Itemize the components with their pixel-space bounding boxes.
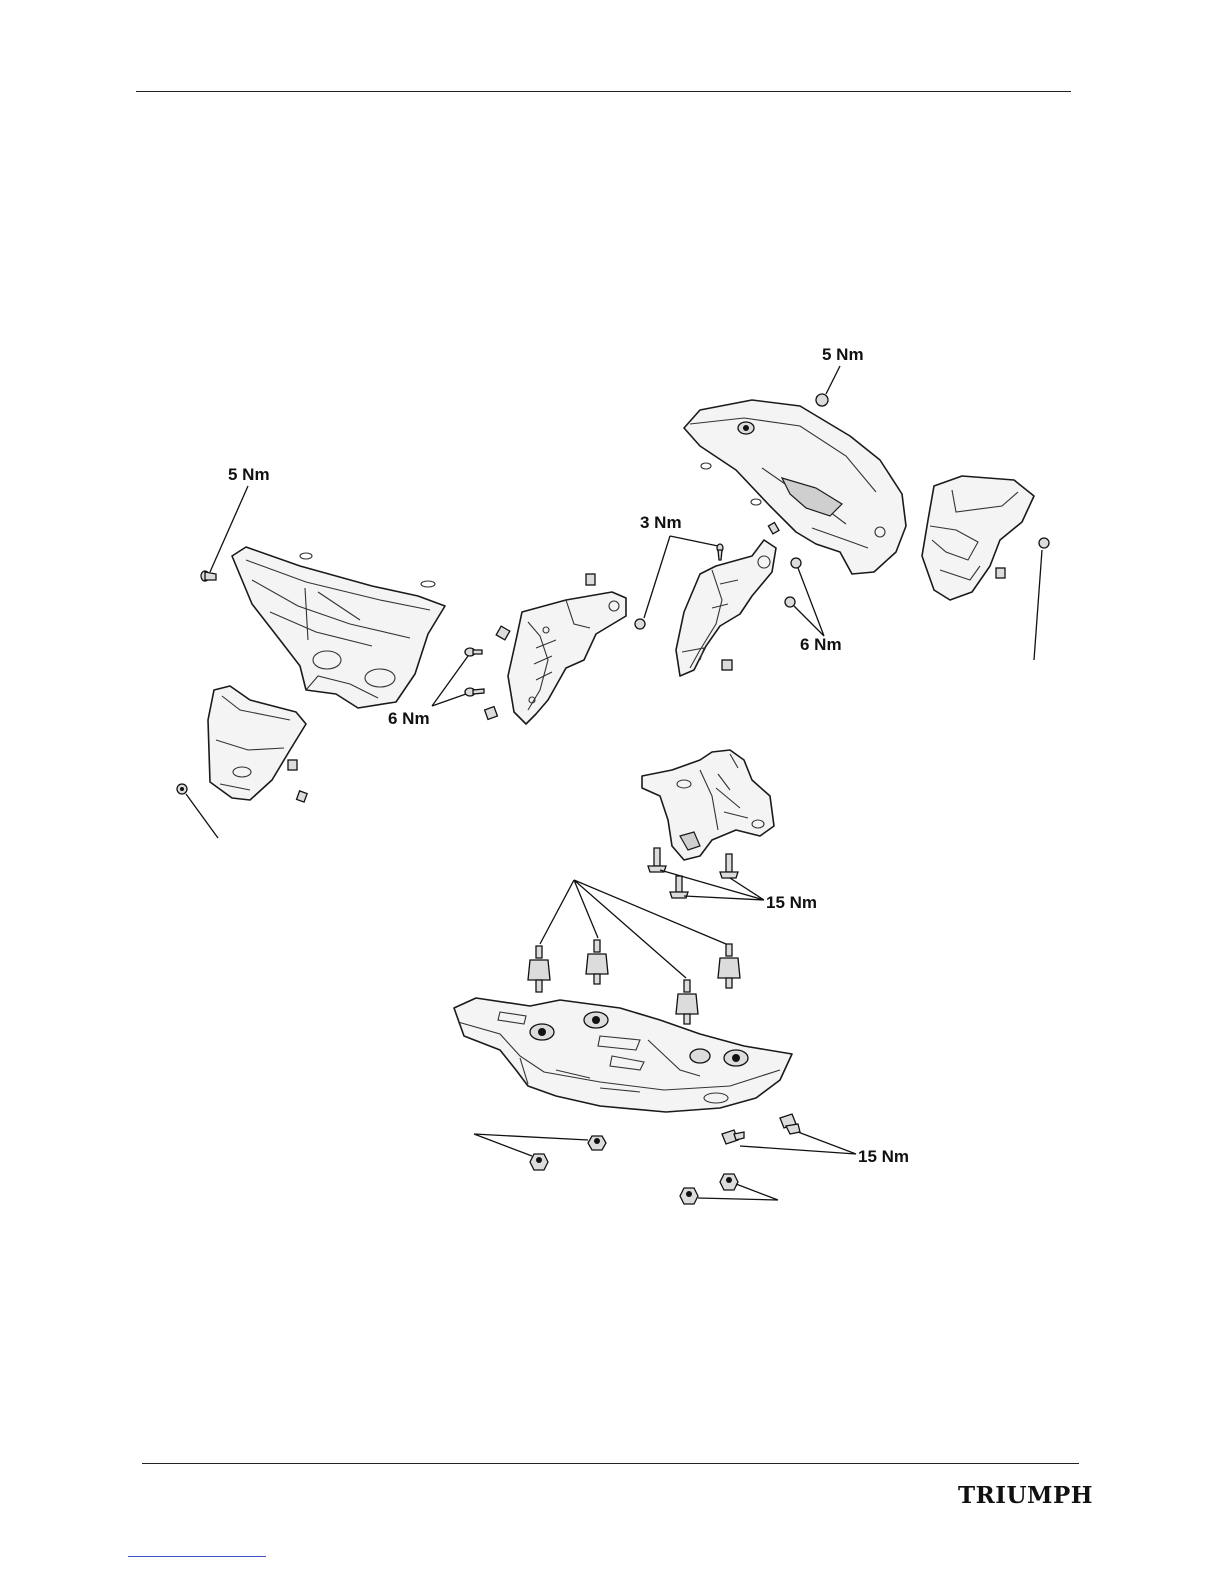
rubber-mount-icon bbox=[586, 940, 608, 984]
clip-nut-icon bbox=[722, 660, 732, 670]
rubber-mount-icon bbox=[718, 944, 740, 988]
left-lower-side-panel bbox=[208, 686, 306, 800]
clip-nut-icon bbox=[496, 626, 510, 640]
link-underline bbox=[128, 1556, 266, 1557]
flange-bolt-icon bbox=[720, 854, 738, 878]
right-side-panel bbox=[922, 476, 1034, 600]
screw-icon bbox=[465, 648, 482, 656]
center-mounting-bracket bbox=[508, 592, 626, 724]
leader-line bbox=[432, 656, 468, 706]
skid-plate bbox=[454, 998, 792, 1112]
flange-bolt-icon bbox=[780, 1114, 800, 1134]
leader-line bbox=[698, 1184, 778, 1200]
rubber-mount-icon bbox=[676, 980, 698, 1024]
leader-line bbox=[826, 366, 840, 394]
screw-icon bbox=[785, 597, 795, 607]
clip-nut-icon bbox=[297, 791, 308, 802]
leader-line bbox=[794, 568, 824, 636]
nut-icon bbox=[1039, 538, 1049, 548]
torque-label-15nm-upper: 15 Nm bbox=[766, 893, 817, 912]
torque-label-5nm-top: 5 Nm bbox=[822, 345, 864, 364]
nut-icon bbox=[680, 1188, 698, 1204]
screw-icon bbox=[465, 688, 484, 696]
nut-icon bbox=[530, 1154, 548, 1170]
leader-line bbox=[1034, 550, 1042, 660]
skid-plate-mount-bracket bbox=[642, 750, 774, 860]
clip-nut-icon bbox=[485, 707, 498, 720]
leader-line bbox=[474, 1134, 588, 1156]
footer-rule bbox=[142, 1463, 1079, 1464]
nut-icon bbox=[816, 394, 828, 406]
clip-nut-icon bbox=[586, 574, 595, 585]
torque-label-5nm-left: 5 Nm bbox=[228, 465, 270, 484]
torque-label-3nm: 3 Nm bbox=[640, 513, 682, 532]
torque-label-6nm-left: 6 Nm bbox=[388, 709, 430, 728]
flange-bolt-icon bbox=[670, 876, 688, 898]
left-fairing-panel bbox=[232, 547, 445, 708]
nut-icon bbox=[588, 1136, 606, 1150]
flange-bolt-icon bbox=[722, 1130, 744, 1144]
torque-label-15nm-lower: 15 Nm bbox=[858, 1147, 909, 1166]
nut-icon bbox=[720, 1174, 738, 1190]
nut-icon bbox=[177, 784, 187, 794]
leader-line bbox=[186, 794, 218, 838]
right-mounting-bracket bbox=[676, 540, 776, 676]
clip-nut-icon bbox=[768, 523, 779, 534]
nut-icon bbox=[635, 619, 645, 629]
flange-bolt-icon bbox=[648, 848, 666, 872]
screw-icon bbox=[201, 571, 216, 581]
rubber-mount-icon bbox=[528, 946, 550, 992]
clip-nut-icon bbox=[996, 568, 1005, 578]
leader-line bbox=[740, 1132, 856, 1154]
leader-line bbox=[540, 880, 726, 978]
screw-icon bbox=[791, 558, 801, 568]
clip-nut-icon bbox=[288, 760, 297, 770]
torque-label-6nm-right: 6 Nm bbox=[800, 635, 842, 654]
triumph-logo: TRIUMPH bbox=[958, 1482, 1093, 1509]
